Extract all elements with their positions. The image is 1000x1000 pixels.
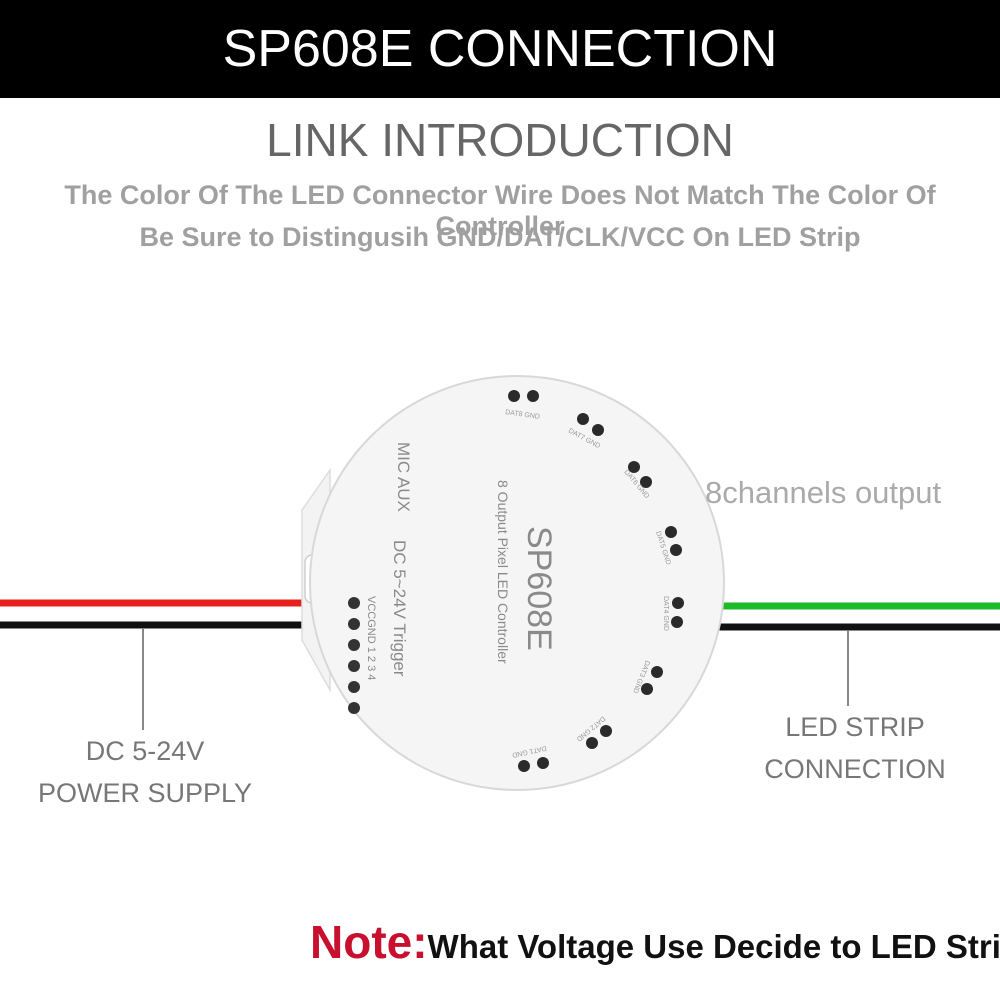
led-strip-label: LED STRIP CONNECTION: [745, 706, 965, 790]
header-bar: [0, 0, 1000, 98]
input-voltage-label: DC 5~24V Trigger: [390, 540, 409, 677]
power-supply-label: DC 5-24V POWER SUPPLY: [30, 730, 260, 814]
page-title: SP608E CONNECTION: [222, 20, 778, 78]
power-label-line-2: POWER SUPPLY: [37, 778, 253, 808]
description-line-1: The Color Of The LED Connector Wire Does…: [64, 180, 936, 241]
note-text: What Voltage Use Decide to LED Strip: [427, 928, 1000, 965]
note-key: Note:: [310, 916, 428, 968]
section-title: LINK INTRODUCTION: [266, 114, 734, 166]
aux-label: MIC AUX: [394, 442, 413, 512]
description-line-2: Be Sure to Distingusih GND/DAT/CLK/VCC O…: [139, 222, 861, 252]
terminal-label: VCCGND 1 2 3 4: [365, 596, 377, 680]
port-label-dat4: DAT4 GND: [662, 596, 669, 631]
port-label-dat8: DAT8 GND: [505, 409, 541, 421]
strip-label-line-1: LED STRIP: [785, 712, 925, 742]
device-subtitle: 8 Output Pixel LED Controller: [495, 480, 511, 664]
output-ports: [508, 390, 684, 772]
controller-device: SP608E 8 Output Pixel LED Controller DC …: [301, 375, 725, 791]
output-channels-label: 8channels output: [705, 475, 942, 510]
power-label-line-1: DC 5-24V: [85, 736, 205, 766]
controller-body: [309, 375, 725, 791]
input-terminal-block: [348, 597, 360, 714]
model-name: SP608E: [520, 526, 558, 651]
strip-label-line-2: CONNECTION: [764, 754, 946, 784]
note: Note:What Voltage Use Decide to LED Stri…: [310, 915, 1000, 969]
